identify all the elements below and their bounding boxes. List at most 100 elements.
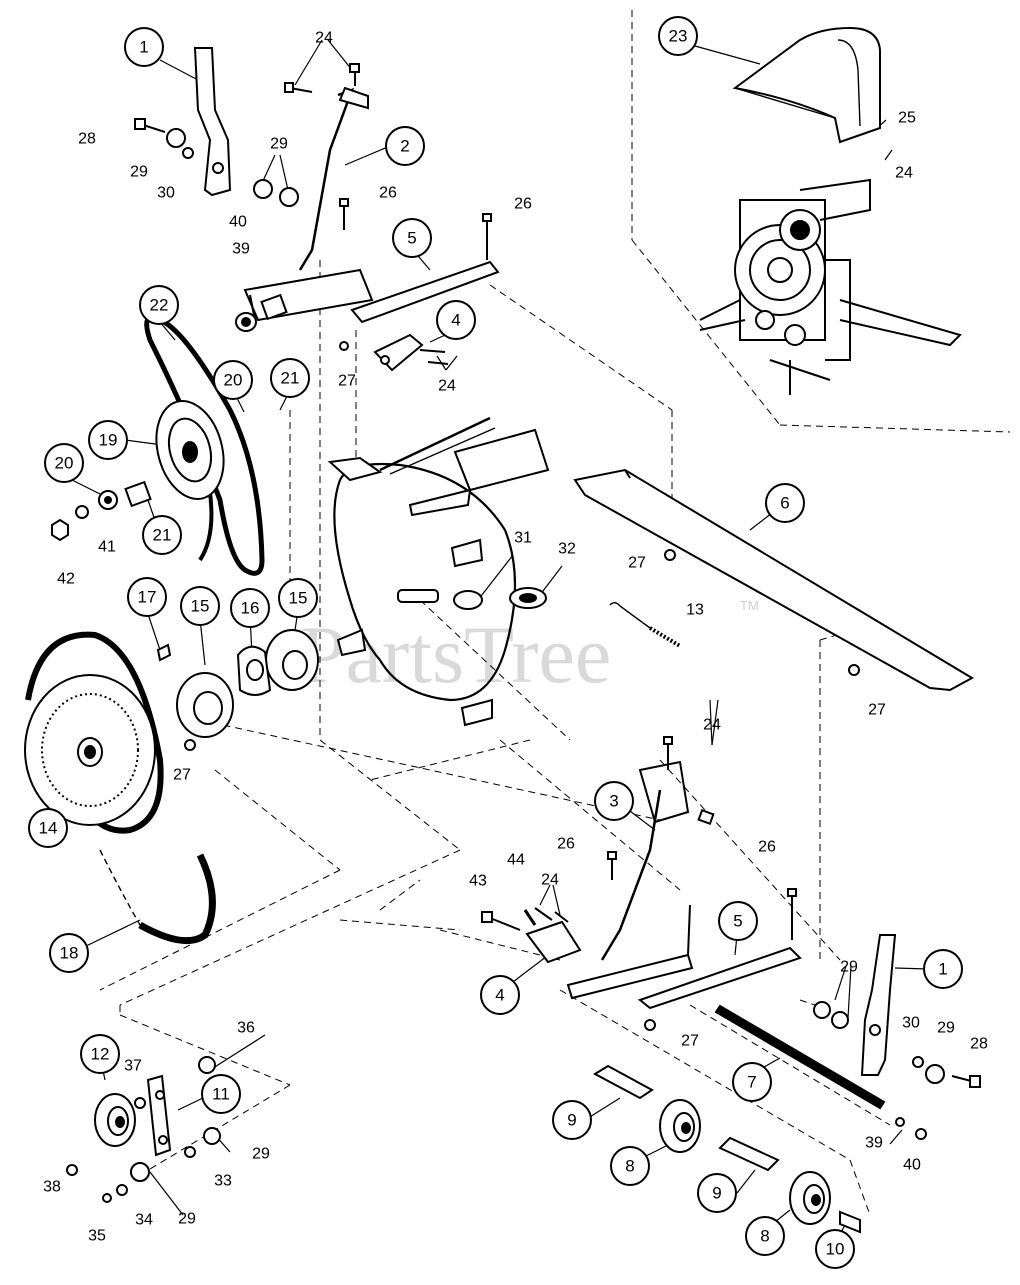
callout-circle: [139, 285, 179, 325]
callout-circle: [594, 781, 634, 821]
callout-circle: [480, 975, 520, 1015]
callout-circle: [127, 577, 167, 617]
callout-circle: [278, 578, 318, 618]
callout-11: 11: [201, 1074, 241, 1114]
callout-1: 1: [124, 27, 164, 67]
parts-artwork: [24, 26, 981, 1234]
part-ref-24: 24: [315, 30, 333, 47]
callout-circle: [230, 588, 270, 628]
part-ref-27: 27: [173, 767, 191, 784]
callout-number: 21: [153, 526, 172, 545]
callout-circle: [610, 1146, 650, 1186]
part-ref-24: 24: [895, 165, 913, 182]
callout-22: 22: [139, 285, 179, 325]
assembled-view: [699, 178, 962, 395]
callout-number: 2: [400, 137, 409, 156]
part-ref-13: 13: [686, 602, 704, 619]
callout-circle: [765, 483, 805, 523]
callout-number: 5: [733, 912, 742, 931]
part-ref-26: 26: [514, 196, 532, 213]
callout-circle: [49, 933, 89, 973]
part-ref-26: 26: [557, 836, 575, 853]
part-ref-41: 41: [98, 539, 116, 556]
callout-number: 15: [191, 597, 210, 616]
callout-number: 18: [60, 944, 79, 963]
part-ref-40: 40: [903, 1157, 921, 1174]
callout-16: 16: [230, 588, 270, 628]
callout-circle: [270, 358, 310, 398]
part-ref-43: 43: [469, 873, 487, 890]
part-ref-30: 30: [902, 1015, 920, 1032]
part-ref-27: 27: [628, 555, 646, 572]
callout-circle: [552, 1100, 592, 1140]
callout-circle: [28, 808, 68, 848]
callout-circle: [392, 218, 432, 258]
callout-number: 22: [150, 296, 169, 315]
callout-circle: [718, 901, 758, 941]
callout-9: 9: [697, 1173, 737, 1213]
callout-number: 8: [625, 1157, 634, 1176]
part-ref-27: 27: [681, 1033, 699, 1050]
callout-4: 4: [436, 300, 476, 340]
callout-5: 5: [392, 218, 432, 258]
callout-number: 4: [451, 311, 460, 330]
callout-circle: [745, 1216, 785, 1256]
callout-number: 8: [760, 1227, 769, 1246]
callout-circle: [732, 1062, 772, 1102]
callout-number: 20: [224, 371, 243, 390]
part-ref-37: 37: [124, 1058, 142, 1075]
callout-8: 8: [745, 1216, 785, 1256]
callout-number: 21: [281, 369, 300, 388]
part-ref-27: 27: [868, 702, 886, 719]
part-ref-35: 35: [88, 1228, 106, 1245]
part-ref-26: 26: [758, 839, 776, 856]
callout-7: 7: [732, 1062, 772, 1102]
part-ref-29: 29: [937, 1020, 955, 1037]
callout-18: 18: [49, 933, 89, 973]
callout-circle: [658, 16, 698, 56]
watermark-text: PartsTree: [300, 609, 611, 700]
callout-number: 7: [747, 1073, 756, 1092]
part-ref-27: 27: [338, 373, 356, 390]
part-ref-36: 36: [237, 1020, 255, 1037]
callout-circle: [213, 360, 253, 400]
callout-23: 23: [658, 16, 698, 56]
callout-number: 1: [938, 960, 947, 979]
callout-15: 15: [278, 578, 318, 618]
callout-6: 6: [765, 483, 805, 523]
part-ref-44: 44: [507, 852, 525, 869]
part-ref-29: 29: [130, 164, 148, 181]
part-ref-24: 24: [438, 378, 456, 395]
callout-number: 9: [712, 1184, 721, 1203]
part-ref-24: 24: [541, 872, 559, 889]
part-ref-38: 38: [43, 1179, 61, 1196]
callout-number: 3: [609, 792, 618, 811]
callout-20: 20: [44, 443, 84, 483]
callout-12: 12: [80, 1034, 120, 1074]
part-ref-29: 29: [252, 1146, 270, 1163]
callout-circle: [815, 1229, 855, 1269]
callout-circle: [80, 1034, 120, 1074]
part-ref-42: 42: [57, 571, 75, 588]
callout-number: 17: [138, 588, 157, 607]
callout-21: 21: [270, 358, 310, 398]
callout-circle: [44, 443, 84, 483]
callout-circle: [180, 586, 220, 626]
part-ref-33: 33: [214, 1173, 232, 1190]
callout-number: 19: [99, 431, 118, 450]
callout-circle: [88, 420, 128, 460]
callout-circle: [142, 515, 182, 555]
part-ref-34: 34: [135, 1212, 153, 1229]
part-ref-26: 26: [379, 185, 397, 202]
callout-number: 9: [567, 1111, 576, 1130]
callout-9: 9: [552, 1100, 592, 1140]
callout-circle: [923, 949, 963, 989]
part-ref-40: 40: [229, 214, 247, 231]
callout-number: 5: [407, 229, 416, 248]
part-ref-28: 28: [78, 131, 96, 148]
callout-number: 1: [139, 38, 148, 57]
callout-number: 4: [495, 986, 504, 1005]
part-ref-39: 39: [232, 241, 250, 258]
callout-19: 19: [88, 420, 128, 460]
